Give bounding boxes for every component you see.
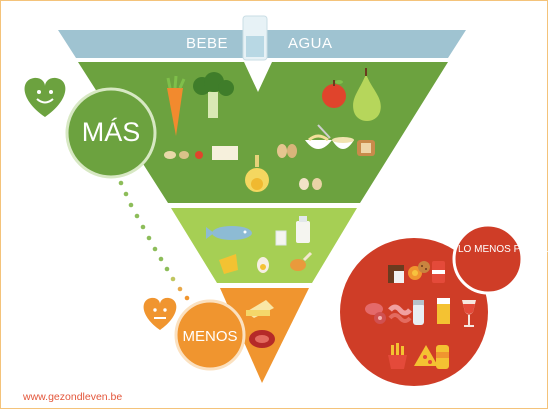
bread-icon [357,140,375,156]
less-circle [174,299,246,371]
salt-icon [413,300,424,325]
rice-icon [332,137,354,149]
less-label: MENOS [182,328,238,345]
beer-icon [437,298,450,324]
milk-bottle-icon [296,216,310,243]
chips-icon [436,345,449,369]
source-url-link[interactable]: www.gezondleven.be [23,391,123,403]
avoid-label: LO MENOS POSIBLE [458,244,550,255]
potato-icon [164,151,189,159]
tomato-icon [195,151,203,159]
neutral-heart-icon [143,297,177,330]
pasta-icon [305,124,332,149]
meat-icon [249,330,275,348]
dotted-connector [118,180,190,301]
egg-icon [257,257,269,273]
broccoli-icon [193,72,234,118]
oil-bottle-icon [245,155,269,192]
pyramid-level-middle [171,208,357,283]
happy-heart-icon [24,77,66,117]
salami-icon [365,303,386,324]
water-banner-left-label: BEBE [186,35,229,52]
soda-can-icon [432,261,445,283]
tofu-icon [212,146,238,160]
milk-glass-icon [275,230,287,246]
candy-icon [408,266,422,280]
nuts-icon [277,144,297,158]
cheese-icon [219,254,238,274]
more-circle [65,87,157,179]
egg-icon [299,178,322,190]
chocolate-icon [388,265,404,283]
bacon-icon [388,304,412,323]
water-glass-icon [242,15,268,61]
apple-icon [322,80,346,108]
chicken-leg-icon [290,251,313,271]
fish-icon [206,226,252,240]
more-label: MÁS [81,117,141,147]
butter-icon [246,300,274,318]
pizza-icon [414,345,438,366]
carrot-icon [166,75,186,136]
fries-icon [388,343,407,369]
pear-icon [353,68,381,121]
cookie-icon [418,261,430,273]
avoid-label-circle [452,223,524,295]
wine-icon [462,300,476,327]
water-banner-right-label: AGUA [288,35,333,52]
